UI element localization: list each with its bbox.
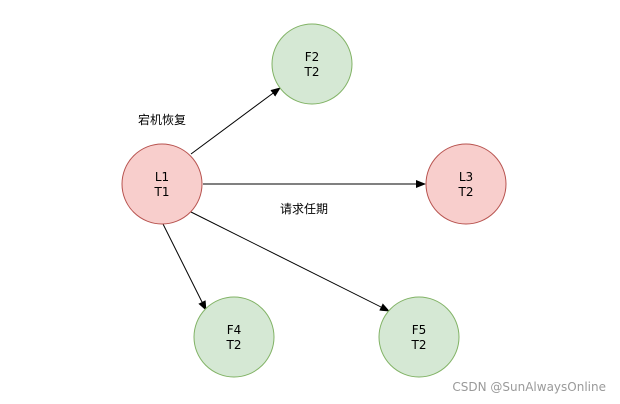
- node-f5: F5 T2: [378, 296, 460, 378]
- label-crash-recovery: 宕机恢复: [138, 112, 186, 127]
- node-f2-name: F2: [305, 50, 320, 64]
- node-l1-term: T1: [154, 185, 170, 199]
- node-f4: F4 T2: [193, 296, 275, 378]
- edges: [162, 87, 426, 312]
- node-f5-name: F5: [412, 323, 427, 337]
- node-f4-circle: [193, 296, 275, 378]
- watermark: CSDN @SunAlwaysOnline: [452, 380, 606, 394]
- node-l1-name: L1: [155, 170, 169, 184]
- edge-l1-f5: [190, 211, 390, 312]
- node-l1-circle: [121, 143, 203, 225]
- node-f5-term: T2: [411, 338, 427, 352]
- node-f2: F2 T2: [271, 23, 353, 105]
- node-l3-circle: [425, 143, 507, 225]
- edge-l1-f4: [162, 223, 207, 311]
- edge-l1-f2: [190, 87, 281, 155]
- node-l3: L3 T2: [425, 143, 507, 225]
- node-f5-circle: [378, 296, 460, 378]
- node-l1: L1 T1: [121, 143, 203, 225]
- node-f2-term: T2: [304, 65, 320, 79]
- label-request-term: 请求任期: [280, 202, 328, 216]
- node-l3-name: L3: [459, 170, 473, 184]
- node-f4-term: T2: [226, 338, 242, 352]
- node-f2-circle: [271, 23, 353, 105]
- node-l3-term: T2: [458, 185, 474, 199]
- node-f4-name: F4: [227, 323, 242, 337]
